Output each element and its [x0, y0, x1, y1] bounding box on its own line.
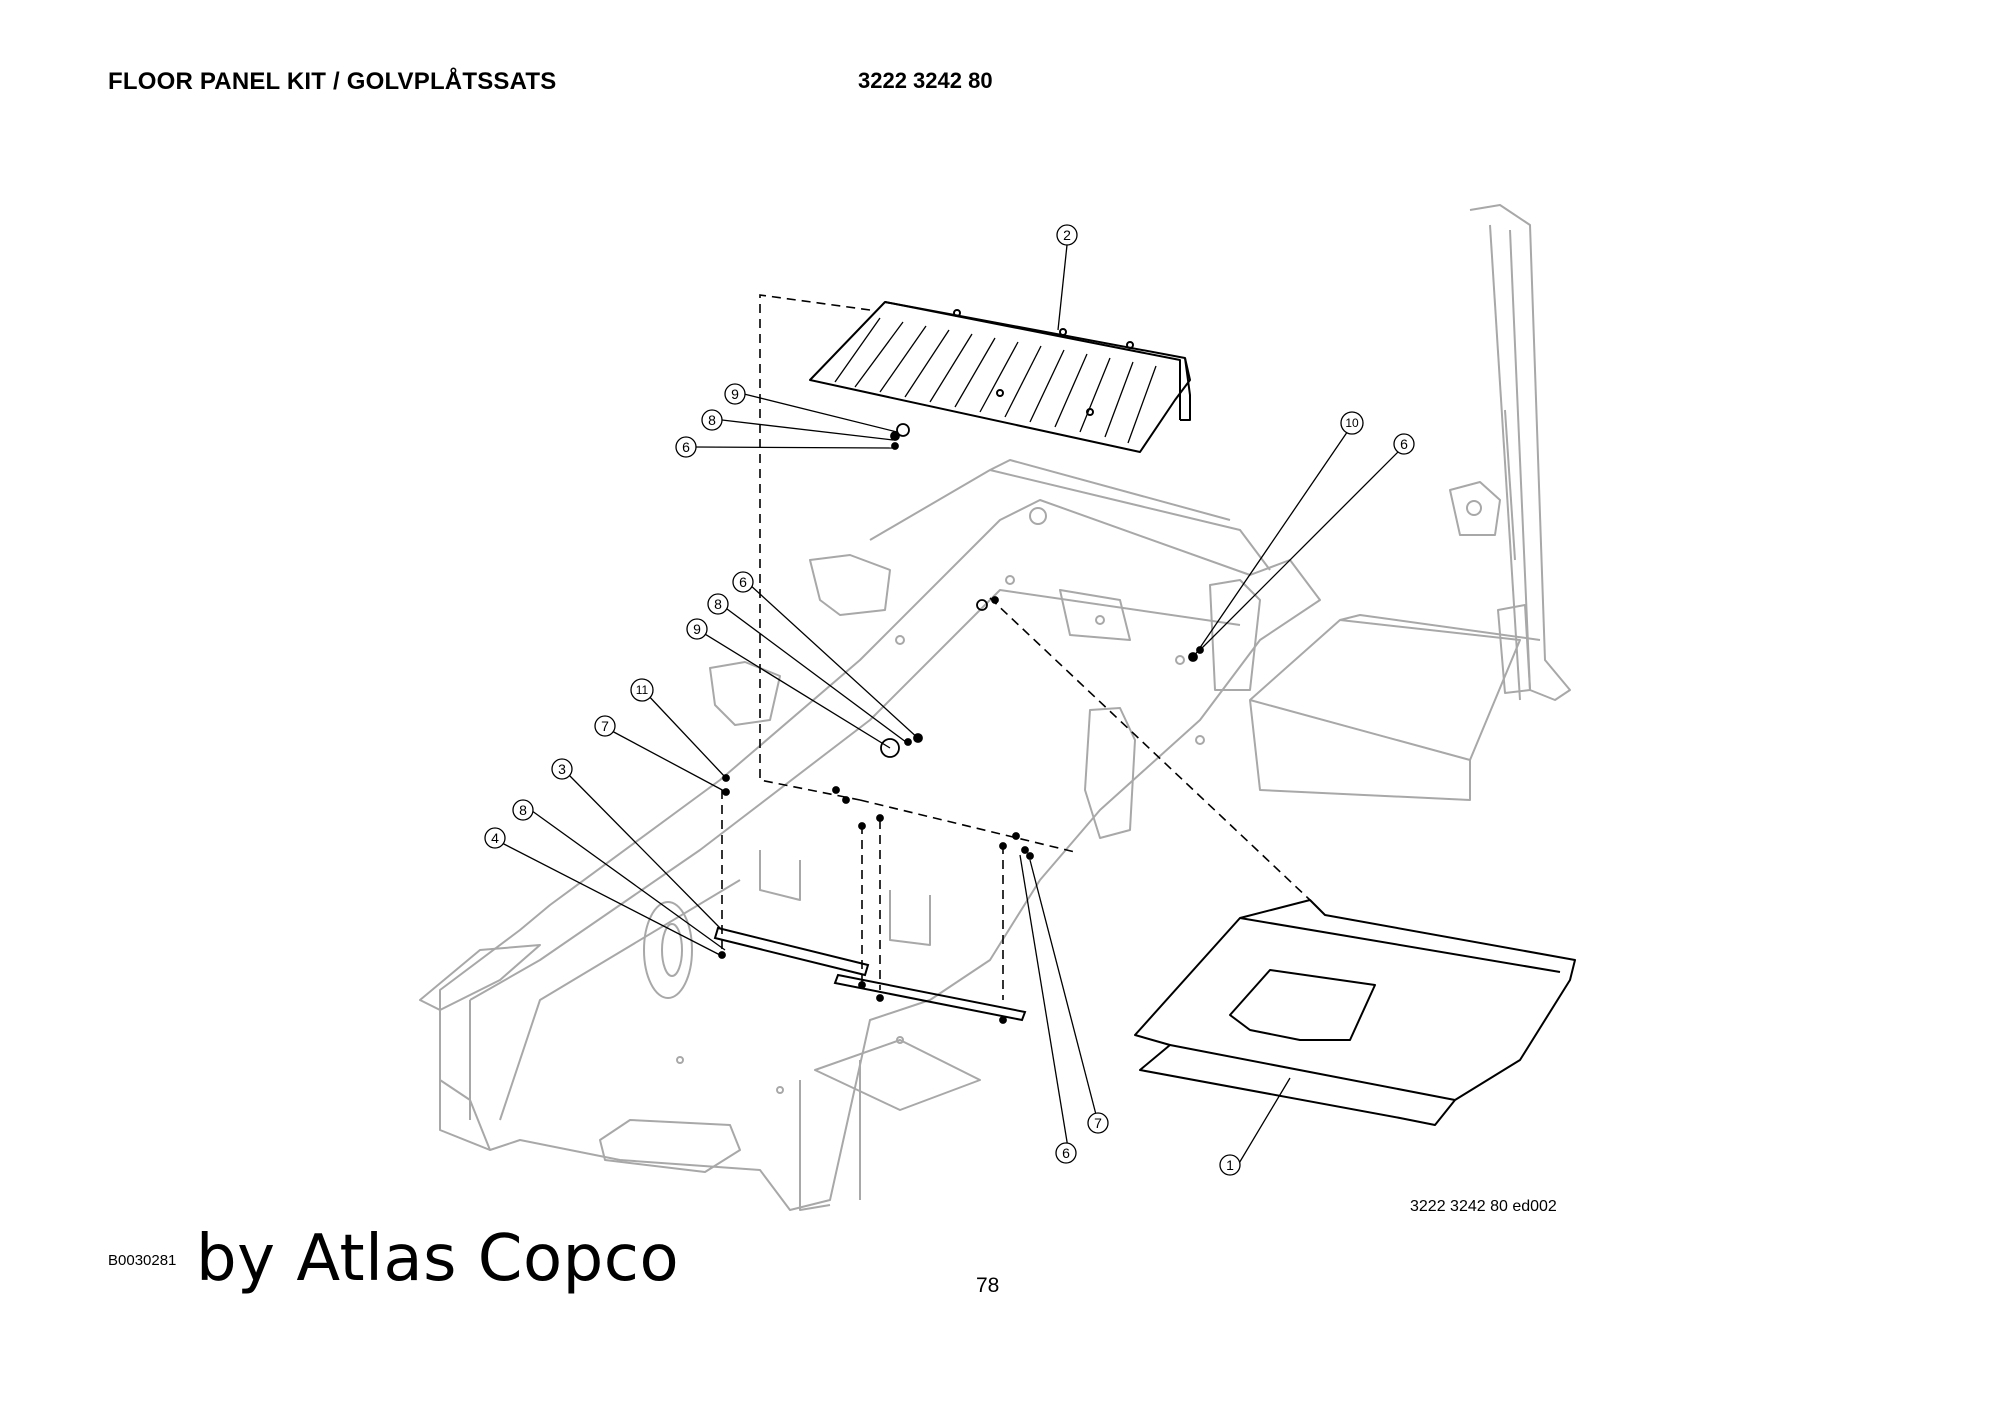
svg-text:7: 7	[601, 718, 609, 734]
svg-text:8: 8	[714, 596, 722, 612]
callout-10: 10	[1340, 411, 1364, 435]
callout-6: 6	[675, 436, 697, 458]
callout-7: 7	[1087, 1112, 1109, 1134]
svg-text:3: 3	[558, 761, 566, 777]
callout-6: 6	[1055, 1142, 1077, 1164]
callout-1: 1	[1219, 1154, 1241, 1176]
callout-6: 6	[732, 571, 754, 593]
top-panel-part-2	[809, 301, 1191, 453]
callout-9: 9	[724, 383, 746, 405]
callout-bubbles: 2 9 8 6 10 6 6 8 9 11 7 3 8 4 7 6 1	[484, 224, 1415, 1176]
svg-text:6: 6	[1400, 436, 1408, 452]
strap-parts	[713, 926, 1027, 1022]
document-code: B0030281	[108, 1252, 177, 1269]
callout-6: 6	[1393, 433, 1415, 455]
page-title: FLOOR PANEL KIT / GOLVPLÅTSSATS	[108, 68, 557, 95]
fasteners	[718, 423, 1204, 1024]
svg-text:8: 8	[708, 412, 716, 428]
callout-8: 8	[701, 409, 723, 431]
callout-9: 9	[686, 618, 708, 640]
drawing-number: 3222 3242 80 ed002	[1410, 1198, 1557, 1215]
callout-3: 3	[551, 758, 573, 780]
svg-text:7: 7	[1094, 1115, 1102, 1131]
svg-text:2: 2	[1063, 227, 1071, 243]
machine-frame	[419, 204, 1571, 1211]
page-number: 78	[976, 1274, 1000, 1297]
svg-text:10: 10	[1345, 416, 1359, 430]
svg-text:1: 1	[1226, 1157, 1234, 1173]
callout-8: 8	[512, 799, 534, 821]
assembly-leader-lines	[721, 294, 1311, 1000]
svg-text:4: 4	[491, 830, 499, 846]
callout-8: 8	[707, 593, 729, 615]
part-number: 3222 3242 80	[858, 68, 993, 93]
svg-text:9: 9	[731, 386, 739, 402]
callout-4: 4	[484, 827, 506, 849]
svg-text:11: 11	[636, 683, 649, 697]
svg-text:6: 6	[682, 439, 690, 455]
floor-panel-part-1	[1134, 899, 1576, 1126]
callout-7: 7	[594, 715, 616, 737]
svg-text:6: 6	[739, 574, 747, 590]
callout-2: 2	[1056, 224, 1078, 246]
svg-text:9: 9	[693, 621, 701, 637]
callout-11: 11	[630, 678, 654, 702]
svg-text:8: 8	[519, 802, 527, 818]
brand-text: by Atlas Copco	[196, 1222, 680, 1296]
svg-text:6: 6	[1062, 1145, 1070, 1161]
callout-leaders	[499, 244, 1405, 1171]
